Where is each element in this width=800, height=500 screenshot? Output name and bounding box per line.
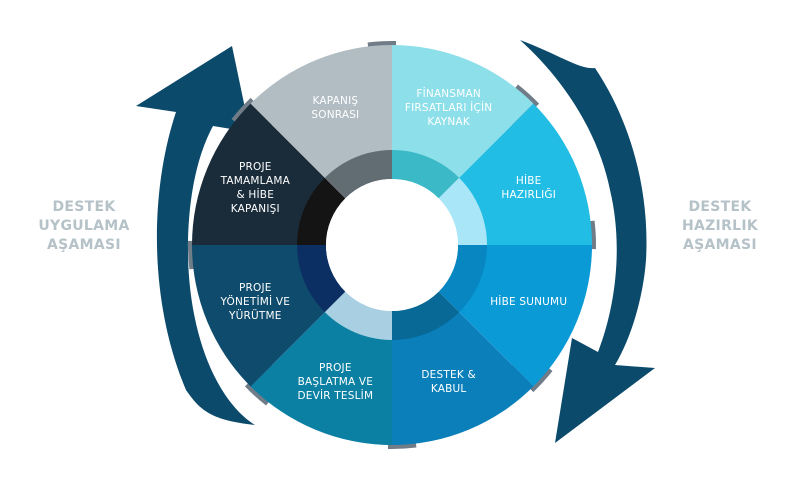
inner-ring <box>297 150 488 340</box>
phase-line: DESTEK <box>688 199 752 215</box>
segment-label-line: HAZIRLIĞI <box>501 189 557 202</box>
segment-label-line: KAPANIŞI <box>230 203 280 216</box>
segment-label-line: & HİBE <box>236 189 275 202</box>
segment-label-line: PROJE <box>319 361 352 374</box>
segment-kapanis-sonrasi[interactable] <box>250 45 392 179</box>
segment-finansman[interactable] <box>392 45 534 179</box>
phase-label-support-preparation: DESTEK HAZIRLIK AŞAMASI <box>650 198 790 255</box>
phase-label-support-implementation: DESTEK UYGULAMA AŞAMASI <box>14 198 154 255</box>
segment-label-line: KABUL <box>430 382 467 395</box>
segment-hibe-hazirligi[interactable] <box>458 103 592 245</box>
segment-label-line: SONRASI <box>311 109 360 122</box>
segment-label-line: PROJE <box>238 161 272 174</box>
segment-label-hibe-sunumu: HİBE SUNUMU <box>469 295 589 309</box>
arrow-down-right-icon <box>520 40 655 443</box>
ring-segment-proje-yonetimi <box>297 245 346 313</box>
phase-line: AŞAMASI <box>683 237 757 253</box>
segment-label-line: KAYNAK <box>427 116 470 129</box>
center-circle <box>326 179 458 311</box>
phase-line: AŞAMASI <box>47 237 121 253</box>
arrow-up-left-icon <box>136 46 255 425</box>
segment-label-destek-kabul: DESTEK &KABUL <box>389 368 509 396</box>
segment-label-line: HİBE SUNUMU <box>490 295 568 308</box>
cycle-segments <box>192 45 592 445</box>
segment-label-line: YÖNETİMİ VE <box>220 295 291 308</box>
segment-proje-yonetimi[interactable] <box>192 245 326 387</box>
segment-destek-kabul[interactable] <box>392 311 534 445</box>
phase-line: UYGULAMA <box>38 218 130 234</box>
ring-segment-kapanis-sonrasi <box>324 150 392 199</box>
segment-label-line: DESTEK & <box>421 368 476 381</box>
ring-segment-hibe-hazirligi <box>438 177 487 245</box>
segment-label-line: YÜRÜTME <box>228 309 282 322</box>
phase-line: HAZIRLIK <box>681 218 759 234</box>
segment-label-line: FİNANSMAN <box>416 88 481 101</box>
segment-label-line: DEVİR TESLİM <box>297 389 374 402</box>
segment-label-line: BAŞLATMA VE <box>297 375 374 388</box>
phase-line: DESTEK <box>52 199 116 215</box>
ring-segment-destek-kabul <box>392 291 460 340</box>
ring-segment-finansman <box>392 150 460 199</box>
segment-hibe-sunumu[interactable] <box>458 245 592 387</box>
ring-segment-proje-baslatma <box>324 291 392 340</box>
segment-label-line: TAMAMLAMA <box>220 175 290 188</box>
segment-label-line: HİBE <box>515 175 542 188</box>
ring-segment-proje-tamamlama <box>297 177 346 245</box>
segment-label-line: FIRSATLARI İÇİN <box>404 102 493 115</box>
ring-segment-hibe-sunumu <box>438 245 488 313</box>
segment-proje-tamamlama[interactable] <box>192 103 326 245</box>
segment-proje-baslatma[interactable] <box>250 311 392 445</box>
segment-label-line: PROJE <box>238 281 272 294</box>
segment-label-line: KAPANIŞ <box>312 95 359 108</box>
cycle-arrows <box>136 40 655 443</box>
